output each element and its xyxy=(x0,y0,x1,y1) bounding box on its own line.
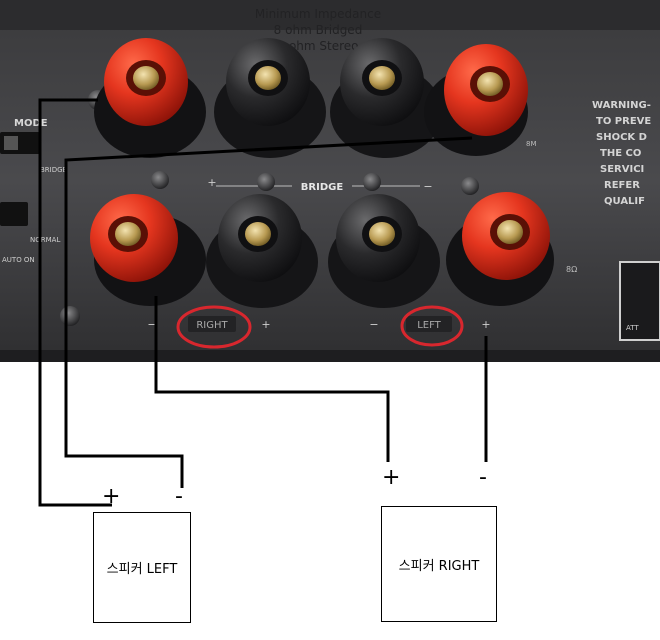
header-line2: 8 ohm Bridged xyxy=(274,23,363,37)
right-label-plate xyxy=(188,316,236,332)
speaker-right-minus-sign: - xyxy=(479,465,487,490)
speaker-left-label: 스피커 LEFT xyxy=(106,562,178,577)
plate-minus-marker-right: − xyxy=(147,318,156,331)
wire-right-plus xyxy=(154,296,390,462)
plate-plus-marker-right: + xyxy=(261,318,270,331)
side-tag-top: 8M xyxy=(526,140,537,148)
terminal-right-label: RIGHT xyxy=(196,320,228,331)
normal-label: NORMAL xyxy=(30,236,60,244)
terminal-left-label: LEFT xyxy=(417,320,441,331)
speaker-left-box: 스피커 LEFT xyxy=(93,512,191,623)
wire-left-minus xyxy=(64,136,473,488)
screw-icon xyxy=(151,171,169,189)
binding-post-bottom-1 xyxy=(90,194,206,306)
warning-line7: QUALIF xyxy=(604,196,645,207)
warning-line6: REFER xyxy=(604,180,640,191)
binding-post-bottom-2 xyxy=(206,194,318,308)
header-line1: Minimum Impedance xyxy=(255,7,381,21)
left-terminal-highlight-circle xyxy=(400,305,464,347)
screw-icon xyxy=(461,177,479,195)
warning-line4: THE CO xyxy=(600,148,641,159)
wire-left-plus xyxy=(38,98,112,507)
speaker-right-label: 스피커 RIGHT xyxy=(398,558,480,574)
binding-post-top-4 xyxy=(424,44,528,156)
warning-triangle-icon xyxy=(619,261,660,341)
header-line3: 4 ohm Stereo xyxy=(278,39,359,53)
warning-line1: WARNING- xyxy=(592,100,651,111)
plate-plus-marker: + xyxy=(207,176,216,189)
plate-minus-marker: − xyxy=(423,180,432,193)
bridge-label: BRIDGE xyxy=(301,182,344,193)
plate-plus-marker-left: + xyxy=(481,318,490,331)
right-terminal-highlight-circle xyxy=(176,305,252,349)
warning-line5: SERVICI xyxy=(600,164,644,175)
warning-line3: SHOCK D xyxy=(596,132,647,143)
att-label: ATT xyxy=(626,324,639,332)
binding-post-bottom-4 xyxy=(446,192,554,306)
binding-post-top-3 xyxy=(330,38,442,158)
mode-switch-knob xyxy=(4,136,18,150)
power-switch xyxy=(0,202,28,226)
left-label-plate xyxy=(406,316,452,332)
speaker-left-minus-sign: - xyxy=(175,484,183,509)
screw-icon xyxy=(257,173,275,191)
side-tag-bottom: 8Ω xyxy=(566,265,577,274)
binding-post-top-1 xyxy=(94,38,206,158)
speaker-right-plus-sign: + xyxy=(382,465,401,490)
plate-minus-marker-left: − xyxy=(369,318,378,331)
amplifier-terminal-photo: Minimum Impedance 8 ohm Bridged 4 ohm St… xyxy=(0,0,660,362)
binding-post-bottom-3 xyxy=(328,194,440,308)
screw-icon xyxy=(363,173,381,191)
speaker-right-box: 스피커 RIGHT xyxy=(381,506,497,622)
mode-label: MODE xyxy=(14,118,48,129)
warning-line2: TO PREVE xyxy=(596,116,651,127)
binding-post-top-2 xyxy=(214,38,326,158)
auto-on-label: AUTO ON xyxy=(2,256,35,264)
speaker-left-plus-sign: + xyxy=(102,484,121,509)
mode-sublabel: BRIDGE xyxy=(40,166,67,174)
